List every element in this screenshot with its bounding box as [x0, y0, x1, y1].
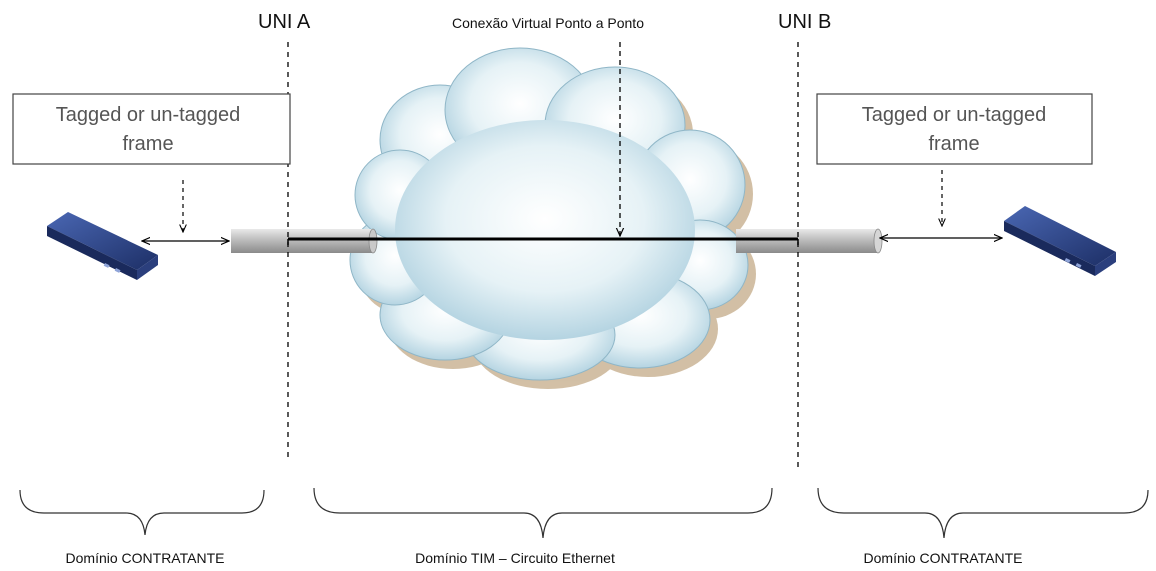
- uni-b-label: UNI B: [778, 11, 831, 33]
- brace-center: [313, 487, 773, 539]
- cloud-icon: [349, 47, 756, 389]
- uni-a-label: UNI A: [258, 11, 311, 33]
- network-switch-icon-left: [47, 212, 158, 280]
- frame-box-right-line2: frame: [928, 133, 979, 155]
- frame-box-left-line2: frame: [122, 133, 173, 155]
- brace-left: [19, 489, 265, 536]
- domain-right-label: Domínio CONTRATANTE: [864, 550, 1023, 566]
- pipe-right: [736, 228, 883, 254]
- domain-center-label: Domínio TIM – Circuito Ethernet: [415, 550, 615, 566]
- pipe-left: [231, 228, 378, 254]
- frame-box-right-line1: Tagged or un-tagged: [862, 104, 1047, 126]
- domain-left-label: Domínio CONTRATANTE: [66, 550, 225, 566]
- frame-box-right: Tagged or un-tagged frame: [816, 93, 1093, 165]
- brace-right: [817, 487, 1149, 539]
- frame-box-left-line1: Tagged or un-tagged: [56, 104, 241, 126]
- virtual-connection-label: Conexão Virtual Ponto a Ponto: [452, 15, 644, 31]
- frame-box-left: Tagged or un-tagged frame: [12, 93, 291, 165]
- network-switch-icon-right: [1004, 206, 1116, 276]
